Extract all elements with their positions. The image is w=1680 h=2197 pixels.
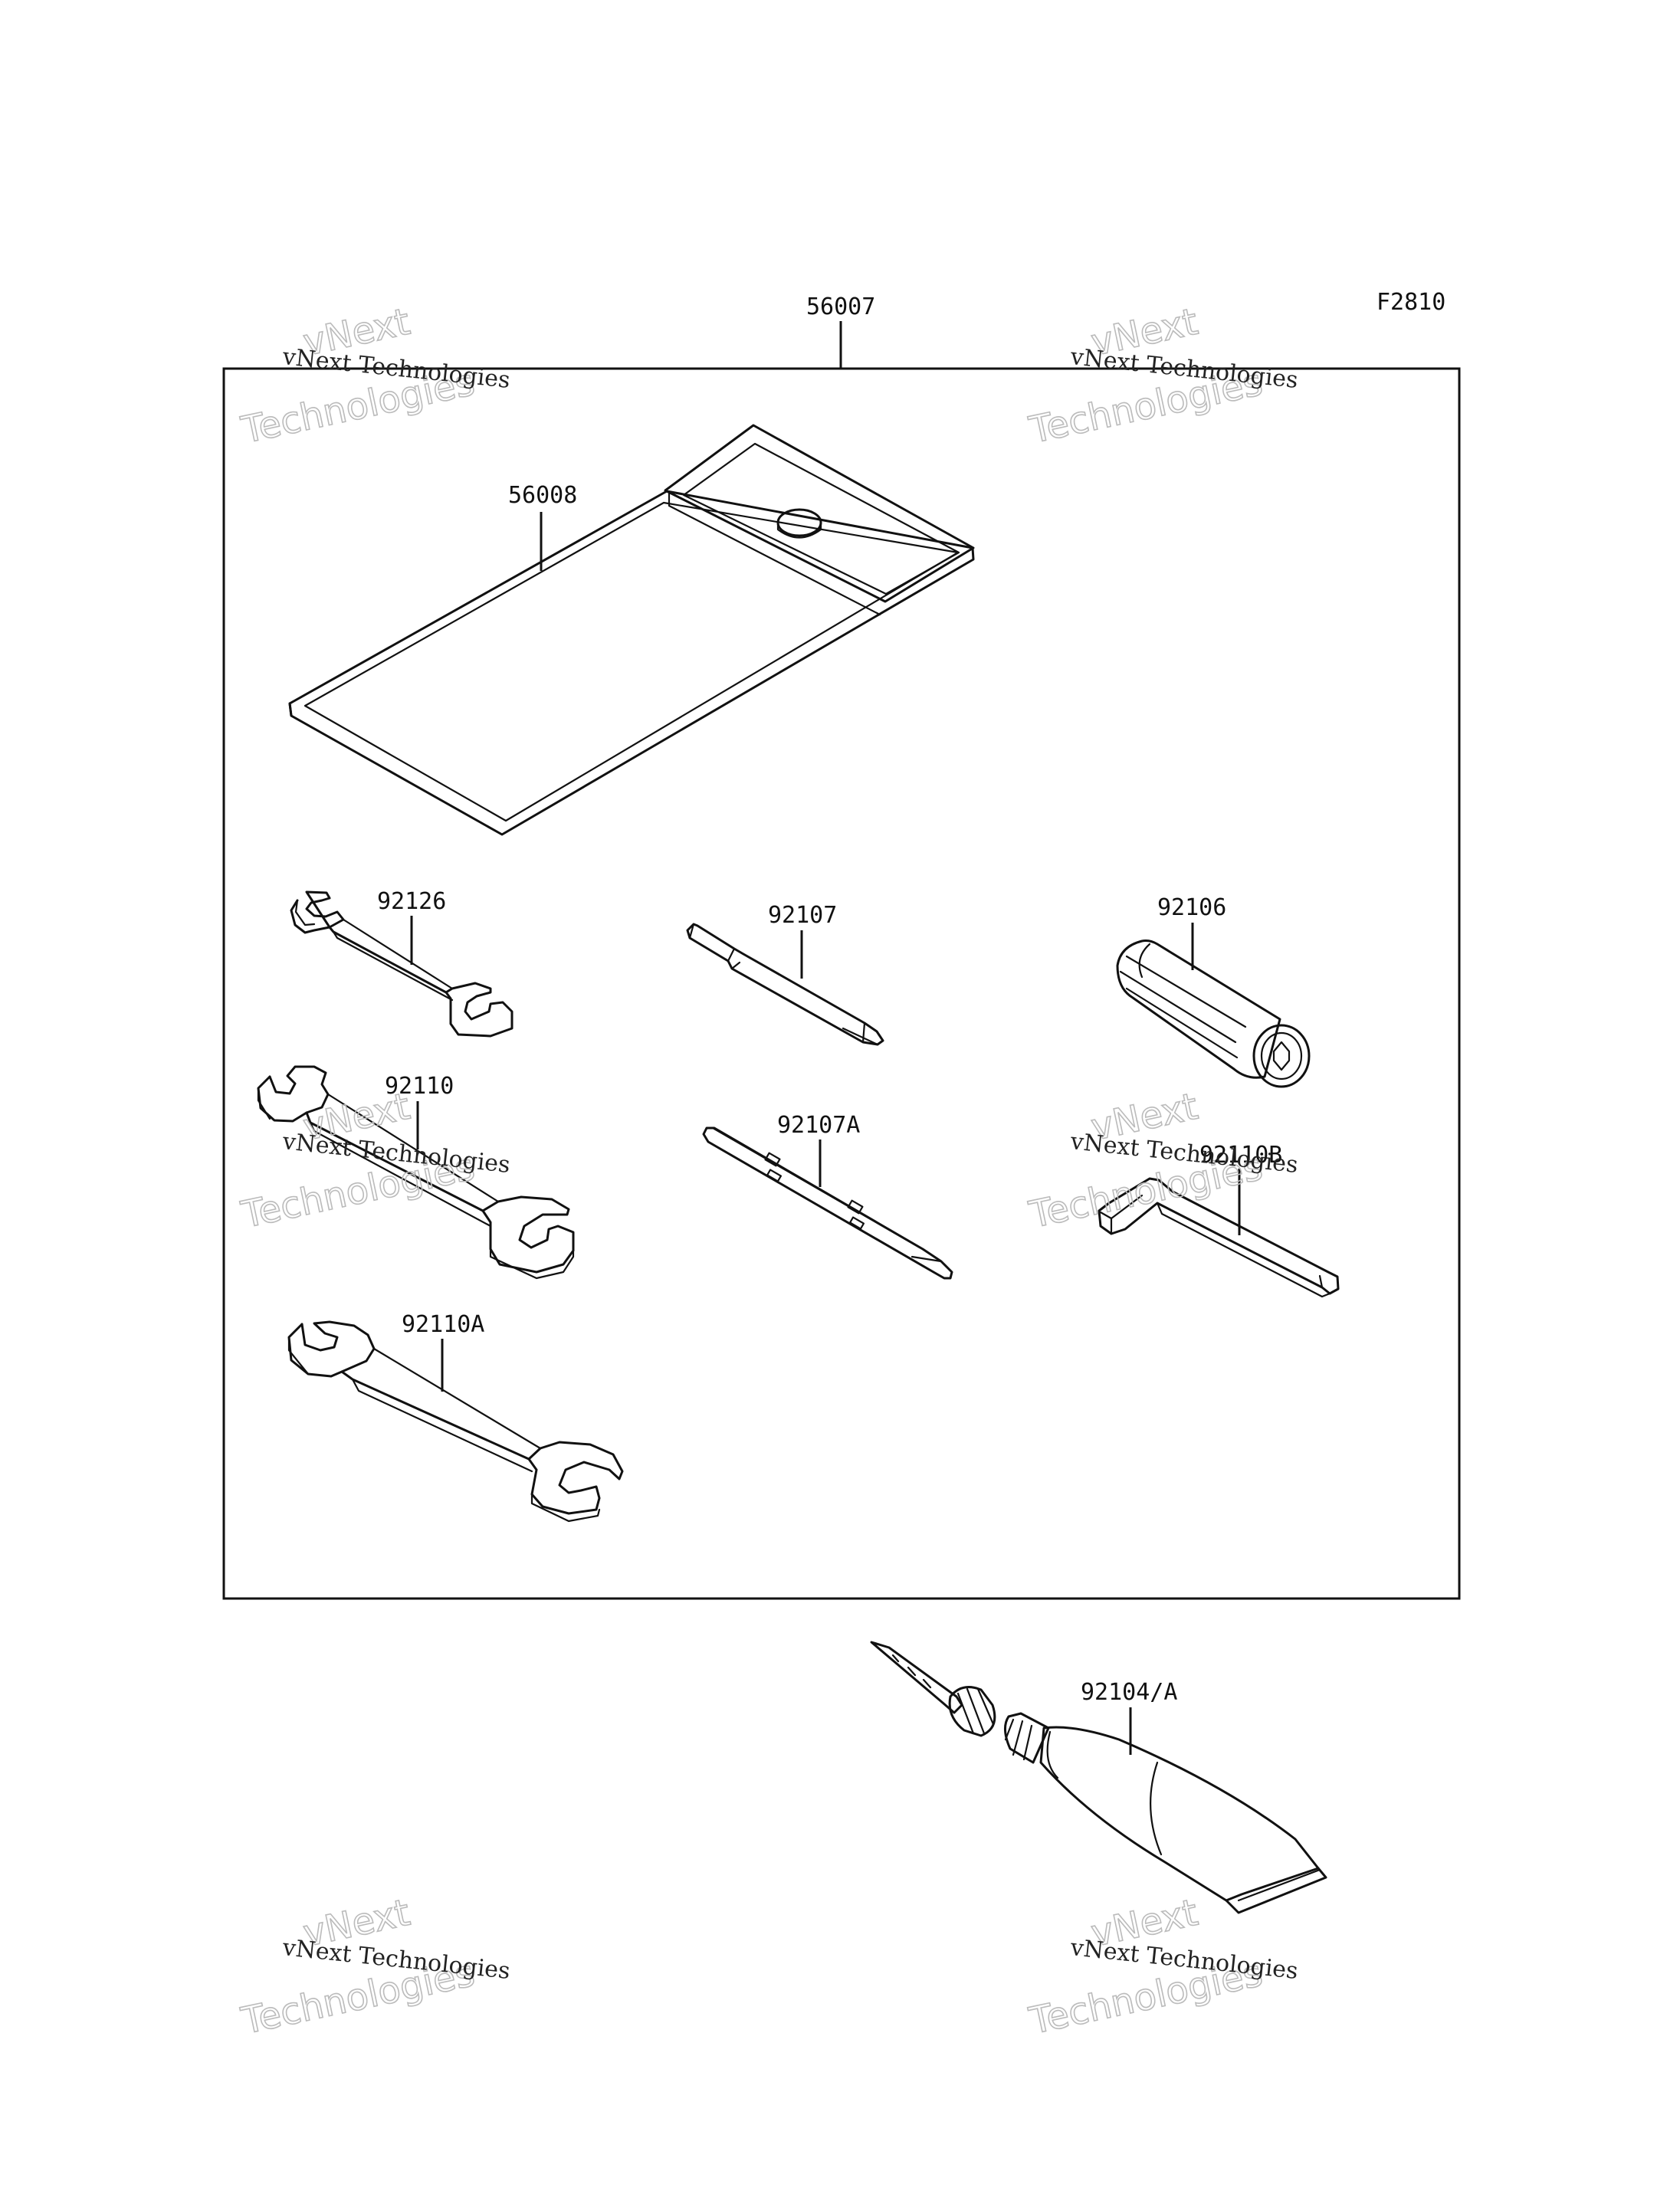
- hex-wrench-illustration: [1098, 1177, 1340, 1298]
- grease-tube-illustration: [870, 1641, 1327, 1914]
- wrench-large-label: 92110A: [402, 1311, 484, 1338]
- watermark-top-right: vNext Technologies vNext Technologies: [1025, 300, 1299, 453]
- tool-case-label: 56008: [508, 482, 577, 509]
- grease-tube-label: 92104/A: [1081, 1679, 1177, 1706]
- watermark-top-left: vNext Technologies vNext Technologies: [237, 300, 511, 453]
- hex-wrench-label: 92110B: [1199, 1142, 1282, 1169]
- watermark-middle-left: vNext Technologies vNext Technologies: [237, 1084, 511, 1238]
- wrench-small-label: 92126: [377, 888, 446, 915]
- screwdriver-bit-label: 92107: [768, 902, 837, 929]
- screwdriver-double-label: 92107A: [777, 1112, 860, 1139]
- watermark-bottom-left: vNext Technologies vNext Technologies: [237, 1890, 511, 2044]
- watermark-bottom-right: vNext Technologies vNext Technologies: [1025, 1890, 1299, 2044]
- wrench-large-illustration: [287, 1320, 624, 1523]
- screwdriver-bit-illustration: [686, 923, 884, 1046]
- screwdriver-double-illustration: [702, 1126, 953, 1280]
- screwdriver-handle-label: 92106: [1157, 894, 1226, 921]
- wrench-medium-illustration: [257, 1065, 575, 1280]
- tool-kit-label: 56007: [806, 293, 875, 320]
- figure-code: F2810: [1376, 289, 1445, 316]
- tool-case-illustration: [288, 424, 975, 836]
- wrench-medium-label: 92110: [385, 1073, 454, 1100]
- screwdriver-handle-illustration: [1116, 939, 1311, 1088]
- wrench-small-illustration: [290, 890, 514, 1038]
